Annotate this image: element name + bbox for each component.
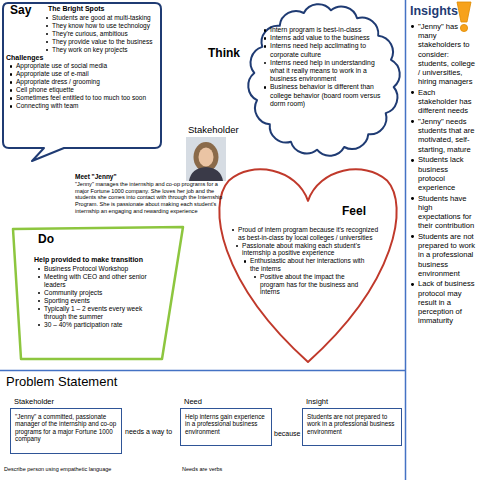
stakeholder-photo [186, 137, 226, 181]
bullet-text: Interns need help acclimating to corpora… [270, 42, 386, 58]
section-heading: Need [184, 397, 202, 406]
text-column: Help provided to make transitionBusiness… [12, 256, 184, 329]
insight-bullet: Students have high expectations for thei… [418, 194, 476, 231]
bullet-text: They work on key projects [52, 46, 160, 54]
bubble-outline [3, 3, 161, 161]
insight-box: Students are not prepared to work in a p… [302, 408, 402, 446]
bullet-text: Enthusiastic about her interactions with… [250, 257, 370, 273]
text-column: Help interns gain experience in a profes… [181, 413, 271, 435]
bullet-text: Business Protocol Workshop [44, 265, 160, 273]
bullet-text: Appropriate dress / grooming [16, 78, 160, 86]
bullet-text: Proud of intern program because it's rec… [238, 226, 384, 242]
insight-bullet: Lack of business protocol may result in … [418, 279, 476, 325]
bullet-text: 30 – 40% participation rate [44, 321, 160, 329]
text-column: Students are not prepared to work in a p… [303, 413, 401, 435]
section-heading: Say [10, 3, 31, 17]
insight-bullet: "Jenny" needs students that are motivate… [418, 117, 476, 154]
think-cloud: Intern program is best-in-classInterns a… [246, 2, 402, 158]
cloud-outline [248, 4, 399, 155]
bullet-text: Typically 1 – 2 events every week throug… [44, 305, 160, 321]
do-panel: Help provided to make transitionBusiness… [12, 226, 184, 360]
connector-word: because [274, 430, 300, 437]
text-column: "Jenny" a committed, passionate manager … [11, 413, 121, 443]
bullet-text: Connecting with team [16, 102, 160, 110]
bullet-text: Appropriate use of social media [16, 62, 160, 70]
section-heading: Insight [306, 397, 328, 406]
section-heading: Challenges [6, 54, 162, 63]
bullet-text: Community projects [44, 289, 160, 297]
bullet-text: Sporting events [44, 297, 160, 305]
section-heading: Help provided to make transition [34, 256, 174, 265]
section-heading: Do [38, 232, 54, 246]
text-column: Intern program is best-in-classInterns a… [246, 26, 402, 108]
persona-heading: Meet "Jenny" [75, 173, 117, 180]
say-bubble: The Bright SpotsStudents are good at mul… [2, 2, 162, 162]
section-heading: Insights [410, 4, 458, 18]
need-box: Help interns gain experience in a profes… [180, 408, 272, 446]
section-heading: Feel [342, 204, 366, 218]
divider-line [0, 370, 405, 372]
bullet-text: Sometimes feel entitled to too much too … [16, 94, 160, 102]
bullet-text: Interns add value to the business [270, 34, 386, 42]
insight-bullet: Students lack business protocol experien… [418, 155, 476, 192]
stakeholder-label: Stakeholder [188, 124, 239, 135]
text-column: The Bright SpotsStudents are good at mul… [2, 5, 162, 110]
insight-bullet: "Jenny" has many stakeholders to conside… [418, 22, 476, 86]
footnote: Describe person using empathetic languag… [4, 466, 111, 472]
bullet-text: Appropriate use of e-mail [16, 70, 160, 78]
bullet-text: Students are good at multi-tasking [52, 14, 160, 22]
bullet-text: They're curious, ambitious [52, 30, 160, 38]
feel-heart: Proud of intern program because it's rec… [214, 160, 402, 364]
insight-bullet: Each stakeholder has different needs [418, 88, 476, 116]
insight-bullet: Students are not prepared to work in a p… [418, 232, 476, 278]
connector-word: needs a way to [125, 428, 172, 435]
text-column: Proud of intern program because it's rec… [214, 226, 402, 296]
statement-text: "Jenny" a committed, passionate manager … [15, 413, 117, 443]
bullet-text: Business behavior is different than coll… [270, 83, 386, 108]
section-heading: Problem Statement [6, 374, 117, 389]
stakeholder-box: "Jenny" a committed, passionate manager … [10, 408, 122, 454]
bullet-text: Interns need help in understanding what … [270, 59, 386, 84]
bullet-text: Passionate about making each student's i… [242, 242, 378, 258]
quad-outline [13, 227, 183, 359]
bullet-text: Intern program is best-in-class [270, 26, 386, 34]
section-heading: Think [208, 46, 240, 60]
persona-description: "Jenny" manages the internship and co-op… [75, 181, 225, 215]
insights-column: "Jenny" has many stakeholders to conside… [418, 22, 476, 327]
statement-text: Students are not prepared to work in a p… [307, 413, 397, 435]
heart-outline [219, 169, 396, 362]
bullet-text: They provide value to the business [52, 38, 160, 46]
bullet-text: Positive about the impact the program ha… [260, 273, 360, 296]
bullet-text: They know how to use technology [52, 22, 160, 30]
bullet-text: Meeting with CEO and other senior leader… [44, 273, 160, 289]
statement-text: Help interns gain experience in a profes… [185, 413, 267, 435]
bullet-text: Cell phone etiquette [16, 86, 160, 94]
section-heading: Stakeholder [14, 397, 54, 406]
footnote: Needs are verbs [182, 466, 222, 472]
exclamation-icon [457, 2, 471, 32]
divider-line [405, 0, 407, 480]
section-heading: The Bright Spots [48, 5, 162, 14]
